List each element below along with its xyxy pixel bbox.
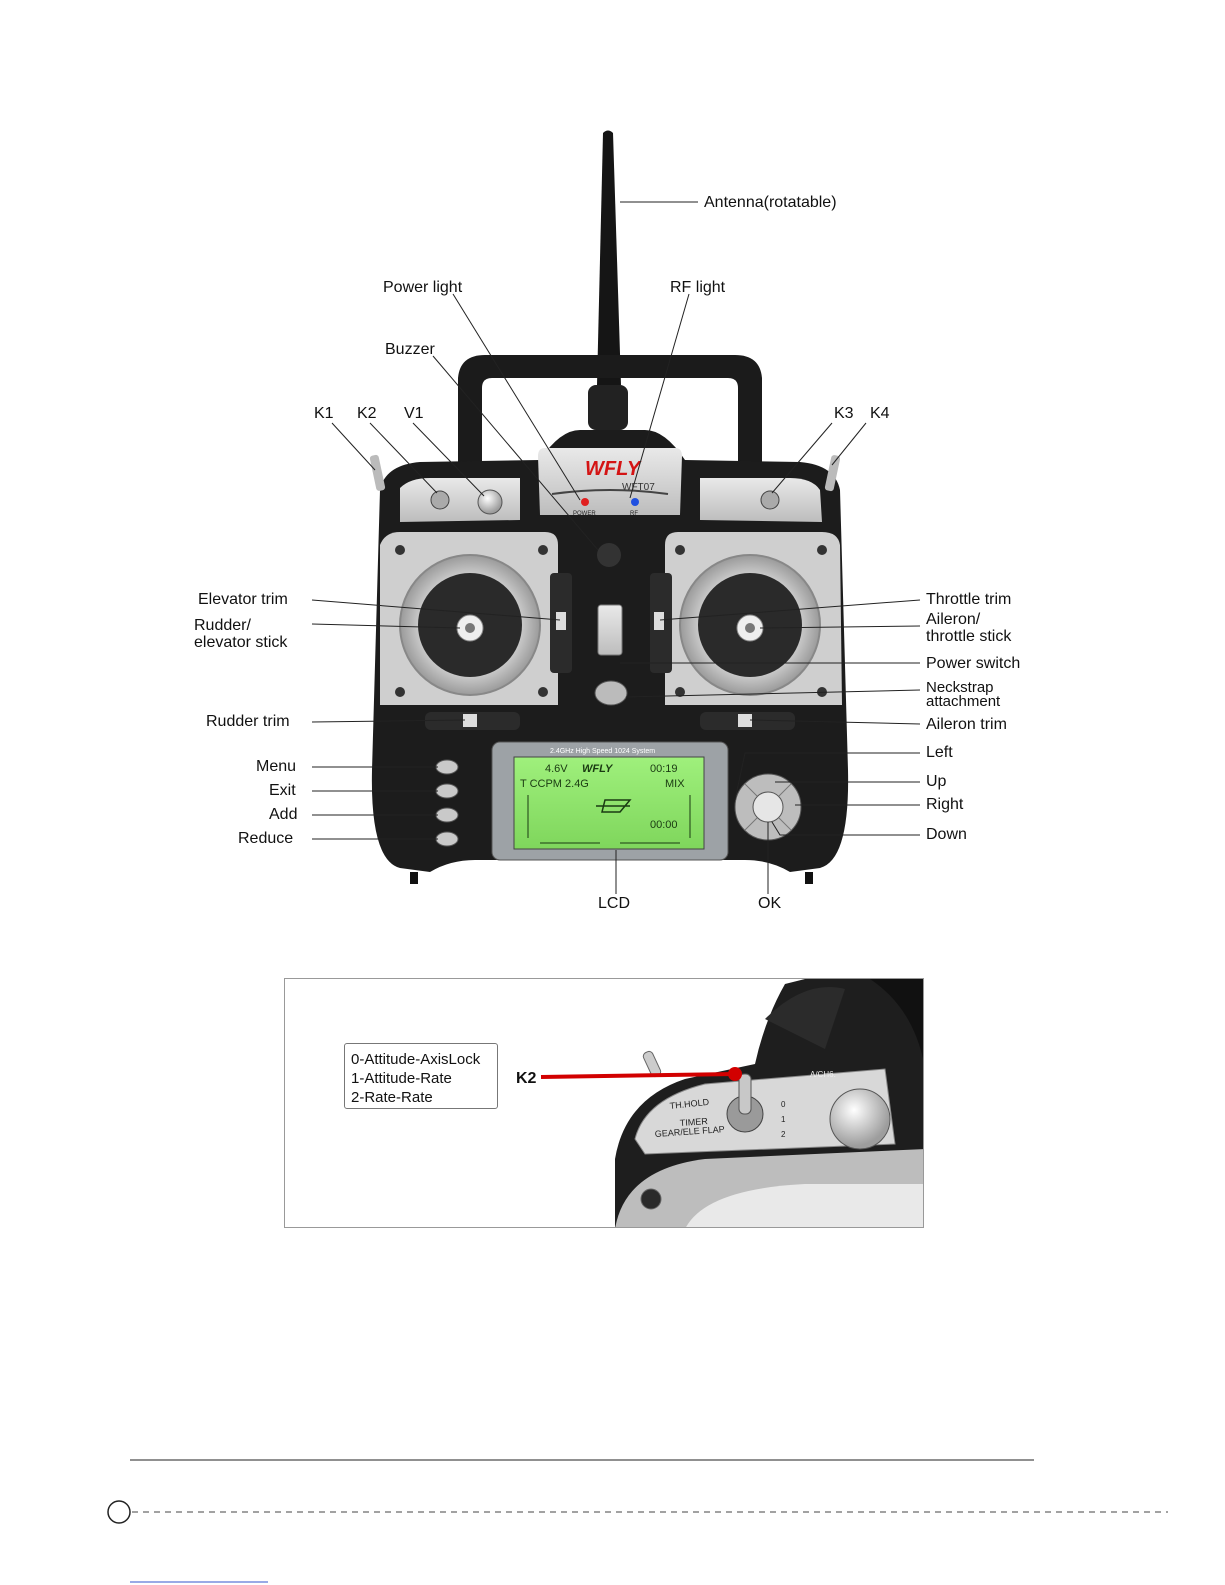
pos2-label: 2	[781, 1130, 786, 1139]
lcd-timer2: 00:00	[650, 819, 678, 831]
timer-label: TIMER	[679, 1116, 708, 1128]
elevator-trim-slider	[556, 612, 566, 630]
label-k1: K1	[314, 405, 334, 422]
antenna	[597, 130, 621, 385]
lcd-brand: WFLY	[582, 763, 614, 775]
label-k2: K2	[357, 405, 377, 422]
label-add: Add	[269, 806, 298, 823]
label-ok: OK	[758, 895, 782, 912]
k2-detail-figure: TH.HOLD TIMER GEAR/ELE FLAP A/CH6. 0 1 2	[284, 978, 924, 1228]
ach6-label: A/CH6.	[810, 1070, 836, 1079]
throttle-trim-slider	[654, 612, 664, 630]
transmitter-illustration: WFLY WFT07 POWER RF	[369, 130, 849, 884]
reduce-button	[435, 831, 459, 847]
legend-item: 2-Rate-Rate	[351, 1089, 433, 1106]
label-down: Down	[926, 826, 967, 843]
label-up: Up	[926, 773, 947, 790]
k2-callout-line	[540, 1072, 736, 1079]
lcd-mix: MIX	[665, 778, 685, 790]
label-left: Left	[926, 744, 953, 761]
aileron-trim-slider	[738, 714, 752, 727]
page-number-circle	[107, 1500, 131, 1524]
label-neckstrap-1: Neckstrap	[926, 679, 994, 696]
power-switch	[597, 604, 623, 656]
rf-led-caption: RF	[630, 511, 638, 517]
buzzer-grille	[597, 543, 621, 567]
leader-lines	[311, 201, 921, 894]
ach6-knob	[829, 1088, 891, 1150]
label-neckstrap-2: attachment	[926, 693, 1001, 710]
lcd-mode: T CCPM 2.4G	[520, 778, 589, 790]
power-led	[581, 498, 589, 506]
add-button	[435, 807, 459, 823]
k4-switch	[824, 455, 841, 492]
label-menu: Menu	[256, 758, 297, 775]
pos1-label: 1	[781, 1115, 786, 1124]
brand-logo: WFLY	[585, 458, 642, 480]
lcd-header: 2.4GHz High Speed 1024 System	[550, 748, 655, 755]
label-right: Right	[926, 796, 964, 813]
k2-callout-label: K2	[516, 1070, 537, 1087]
lcd-timer1: 00:19	[650, 763, 678, 775]
label-elevator-trim: Elevator trim	[198, 591, 288, 608]
label-k3: K3	[834, 405, 854, 422]
label-lcd: LCD	[598, 895, 631, 912]
gear-flap-label: GEAR/ELE FLAP	[654, 1124, 725, 1139]
label-power-light: Power light	[383, 279, 463, 296]
label-rudder-elevator-stick-2: elevator stick	[194, 634, 288, 651]
label-throttle-trim: Throttle trim	[926, 591, 1012, 608]
label-aileron-throttle-stick-1: Aileron/	[926, 611, 981, 628]
label-power-switch: Power switch	[926, 655, 1021, 672]
k2-detail-photo: TH.HOLD TIMER GEAR/ELE FLAP A/CH6. 0 1 2	[540, 979, 923, 1227]
label-buzzer: Buzzer	[385, 341, 435, 358]
label-reduce: Reduce	[238, 830, 294, 847]
label-v1: V1	[404, 405, 424, 422]
ok-button	[752, 791, 784, 823]
power-led-caption: POWER	[573, 511, 596, 517]
model-label: WFT07	[622, 482, 655, 493]
label-antenna: Antenna(rotatable)	[704, 194, 837, 211]
rudder-trim-slider	[463, 714, 477, 727]
label-rf-light: RF light	[670, 279, 726, 296]
legend-item: 0-Attitude-AxisLock	[351, 1051, 481, 1068]
label-aileron-trim: Aileron trim	[926, 716, 1007, 733]
k2-legend: 0-Attitude-AxisLock 1-Attitude-Rate 2-Ra…	[344, 1043, 498, 1109]
neckstrap-ring	[594, 680, 628, 706]
menu-button	[435, 759, 459, 775]
label-k4: K4	[870, 405, 890, 422]
label-aileron-throttle-stick-2: throttle stick	[926, 628, 1012, 645]
k3-switch	[760, 490, 780, 510]
helicopter-icon	[596, 799, 632, 813]
rf-led	[631, 498, 639, 506]
th-hold-label: TH.HOLD	[669, 1097, 710, 1111]
lcd-voltage: 4.6V	[545, 763, 568, 775]
label-rudder-trim: Rudder trim	[206, 713, 290, 730]
k2-switch	[430, 490, 450, 510]
legend-item: 1-Attitude-Rate	[351, 1070, 452, 1087]
label-exit: Exit	[269, 782, 296, 799]
pos0-label: 0	[781, 1100, 786, 1109]
k1-switch	[369, 454, 386, 491]
label-rudder-elevator-stick-1: Rudder/	[194, 617, 251, 634]
carry-handle	[458, 355, 762, 470]
lcd-screen	[513, 756, 705, 850]
k2-callout-dot	[728, 1067, 742, 1081]
exit-button	[435, 783, 459, 799]
